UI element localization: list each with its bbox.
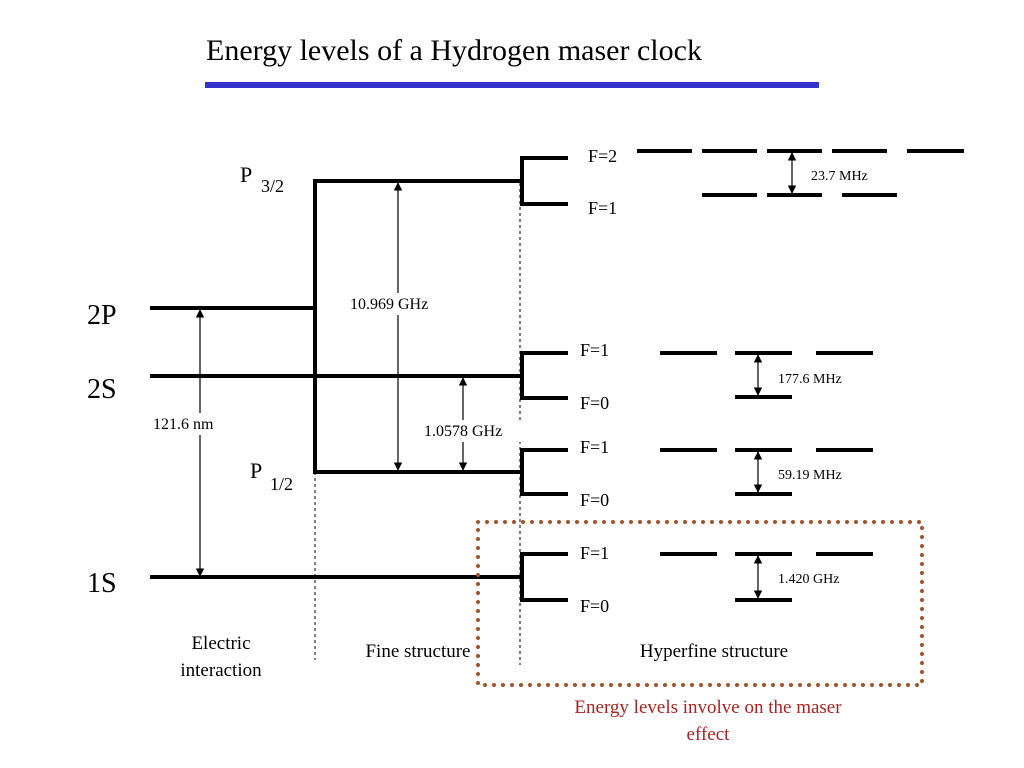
hf-lines-1s (660, 552, 873, 602)
caption-electric-1: Electric (191, 633, 250, 654)
f-label-2s-upper: F=1 (580, 340, 609, 360)
label-p32-main: P (240, 162, 252, 187)
f-label-p12-upper: F=1 (580, 437, 609, 457)
maser-highlight-box (476, 520, 924, 687)
hf-lines-2s (660, 351, 873, 399)
hf-lines-p12 (660, 448, 873, 496)
label-2p: 2P (87, 300, 117, 331)
label-p12-sub: 1/2 (270, 474, 293, 494)
f-label-p32-lower: F=1 (588, 198, 617, 218)
fork-p32 (520, 156, 568, 206)
value-hf-p32: 23.7 MHz (811, 169, 868, 184)
f-label-1s-upper: F=1 (580, 543, 609, 563)
f-label-1s-lower: F=0 (580, 596, 609, 616)
f-label-p12-lower: F=0 (580, 490, 609, 510)
f-label-2s-lower: F=0 (580, 393, 609, 413)
label-2s: 2S (87, 374, 117, 405)
label-p12-main: P (250, 458, 262, 483)
caption-electric-2: interaction (180, 660, 262, 681)
value-hf-p12: 59.19 MHz (778, 468, 842, 483)
hf-lines-p32 (637, 149, 964, 197)
value-lyman: 121.6 nm (153, 416, 214, 433)
fork-1s (520, 552, 568, 602)
fork-2s (520, 351, 568, 400)
caption-hyperfine: Hyperfine structure (640, 641, 788, 662)
value-hf-2s: 177.6 MHz (778, 372, 842, 387)
title-underline (205, 82, 819, 88)
maser-note-line1: Energy levels involve on the maser (574, 697, 842, 718)
page-title: Energy levels of a Hydrogen maser clock (206, 34, 702, 67)
fork-p12 (520, 448, 568, 496)
value-lamb: 1.0578 GHz (424, 423, 502, 440)
label-p32-sub: 3/2 (261, 176, 284, 196)
f-label-p32-upper: F=2 (588, 146, 617, 166)
caption-fine: Fine structure (365, 641, 470, 662)
value-fine: 10.969 GHz (350, 296, 428, 313)
maser-note-line2: effect (687, 724, 731, 745)
label-1s: 1S (87, 568, 117, 599)
value-hf-1s: 1.420 GHz (778, 572, 839, 587)
